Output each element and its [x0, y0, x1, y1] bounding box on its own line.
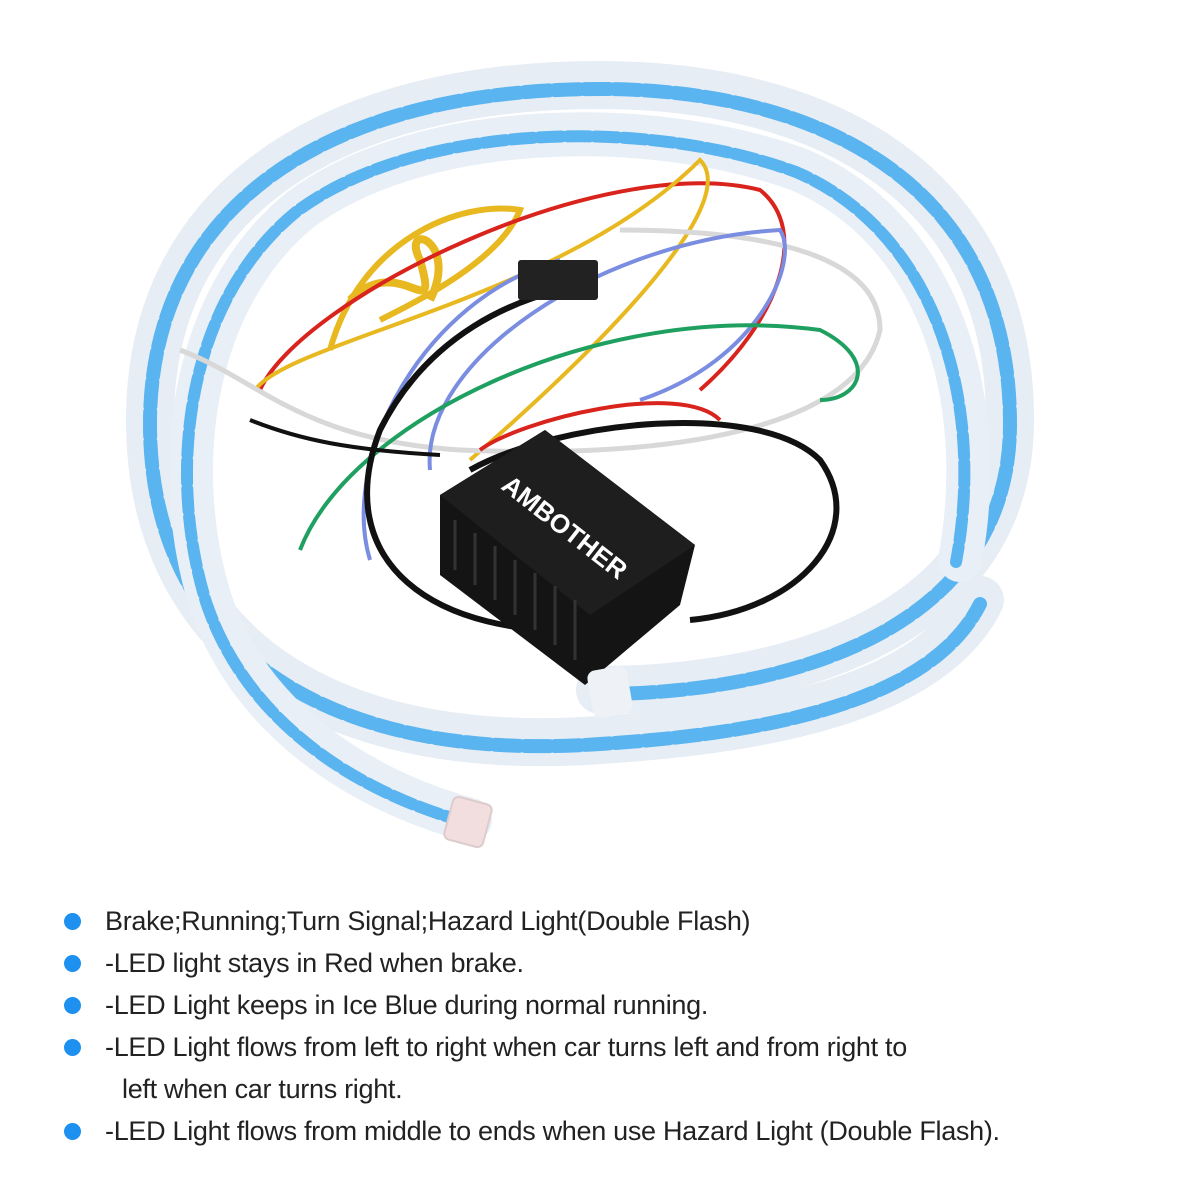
feature-list: Brake;Running;Turn Signal;Hazard Light(D… — [0, 900, 1200, 1152]
bullet-dot-icon — [64, 1123, 81, 1140]
wires — [179, 157, 883, 634]
product-photo: AMBOTHER — [125, 60, 1035, 849]
feature-item: -LED light stays in Red when brake. — [0, 942, 1200, 984]
bullet-dot-icon — [64, 955, 81, 972]
feature-item: Brake;Running;Turn Signal;Hazard Light(D… — [0, 900, 1200, 942]
bullet-dot-icon — [64, 913, 81, 930]
feature-item: -LED Light flows from middle to ends whe… — [0, 1110, 1200, 1152]
controller-box: AMBOTHER — [440, 430, 695, 718]
bullet-dot-icon — [64, 997, 81, 1014]
feature-item: -LED Light flows from left to right when… — [0, 1026, 1200, 1068]
feature-item: -LED Light keeps in Ice Blue during norm… — [0, 984, 1200, 1026]
feature-item-continuation: left when car turns right. — [122, 1074, 403, 1104]
bullet-dot-icon — [64, 1039, 81, 1056]
led-strip — [125, 60, 1035, 849]
